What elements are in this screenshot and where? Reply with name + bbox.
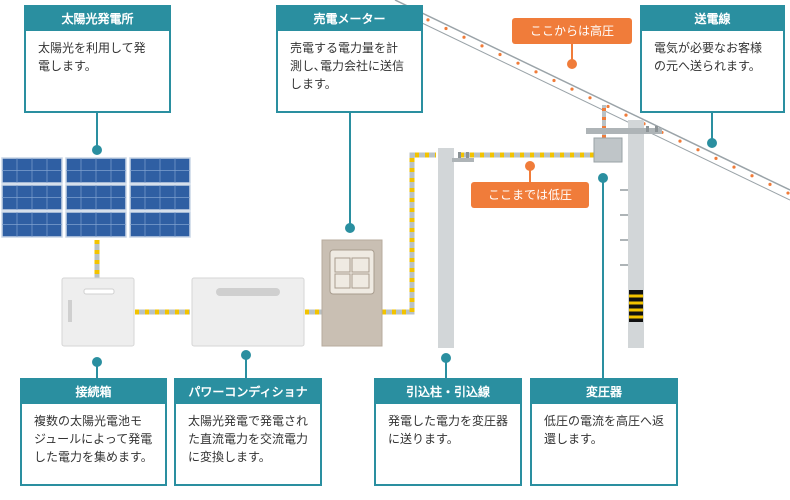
line-marker bbox=[498, 52, 502, 57]
tag-leader-lines bbox=[525, 44, 577, 182]
line-marker bbox=[750, 174, 754, 178]
card-power-conditioner: パワーコンディショナ 太陽光発電で発電された直流電力を交流電力に変換します。 bbox=[174, 378, 322, 486]
card-title: 売電メーター bbox=[278, 7, 421, 31]
card-title: パワーコンディショナ bbox=[176, 380, 320, 404]
meter-cabinet bbox=[321, 239, 383, 347]
line-marker bbox=[624, 113, 628, 117]
power-conditioner bbox=[191, 277, 305, 347]
leader-lines bbox=[92, 112, 717, 378]
line-marker bbox=[606, 104, 610, 109]
card-title: 引込柱・引込線 bbox=[376, 380, 520, 404]
line-marker bbox=[714, 156, 718, 161]
line-marker bbox=[444, 26, 448, 31]
tag-low-voltage: ここまでは低圧 bbox=[471, 182, 589, 208]
card-title: 送電線 bbox=[642, 7, 783, 31]
line-marker bbox=[768, 182, 772, 186]
card-junction-box: 接続箱 複数の太陽光電池モジュールによって発電した電力を集めます。 bbox=[20, 378, 167, 486]
card-meter: 売電メーター 売電する電力量を計測し､電力会社に送信します。 bbox=[276, 5, 423, 113]
card-solar-plant: 太陽光発電所 太陽光を利用して発電します。 bbox=[24, 5, 171, 113]
card-body: 売電する電力量を計測し､電力会社に送信します。 bbox=[290, 41, 405, 91]
line-marker bbox=[732, 165, 736, 169]
transmission-line-markers bbox=[408, 9, 790, 195]
line-marker bbox=[588, 96, 592, 100]
dc-ac-wiring bbox=[94, 105, 606, 315]
line-marker bbox=[462, 35, 466, 39]
card-transmission-line: 送電線 電気が必要なお客様の元へ送られます。 bbox=[640, 5, 785, 113]
card-title: 接続箱 bbox=[22, 380, 165, 404]
line-marker bbox=[786, 191, 790, 195]
line-marker bbox=[426, 18, 430, 22]
tag-high-voltage: ここからは高圧 bbox=[512, 18, 632, 44]
line-marker bbox=[534, 70, 538, 74]
card-body: 太陽光発電で発電された直流電力を交流電力に変換します。 bbox=[188, 414, 309, 464]
line-marker bbox=[480, 44, 484, 48]
junction-box bbox=[61, 277, 135, 347]
card-body: 太陽光を利用して発電します。 bbox=[38, 41, 146, 73]
card-body: 複数の太陽光電池モジュールによって発電した電力を集めます。 bbox=[34, 414, 153, 464]
transmission-line-lower bbox=[394, 9, 790, 201]
transformer-unit bbox=[593, 137, 623, 163]
card-body: 低圧の電流を高圧へ返還します。 bbox=[544, 414, 665, 446]
transmission-line bbox=[394, 0, 790, 191]
utility-pole bbox=[586, 120, 662, 348]
card-transformer: 変圧器 低圧の電流を高圧へ返還します。 bbox=[530, 378, 678, 486]
card-service-pole: 引込柱・引込線 発電した電力を変圧器に送ります。 bbox=[374, 378, 522, 486]
line-marker bbox=[678, 139, 682, 143]
card-body: 電気が必要なお客様の元へ送られます。 bbox=[654, 41, 763, 73]
line-marker bbox=[696, 148, 700, 152]
card-title: 太陽光発電所 bbox=[26, 7, 169, 31]
service-pole bbox=[438, 148, 474, 348]
line-marker bbox=[552, 78, 556, 83]
solar-panel-array bbox=[1, 157, 191, 238]
card-body: 発電した電力を変圧器に送ります。 bbox=[388, 414, 509, 446]
card-title: 変圧器 bbox=[532, 380, 676, 404]
line-marker bbox=[516, 61, 520, 65]
line-marker bbox=[570, 87, 574, 91]
